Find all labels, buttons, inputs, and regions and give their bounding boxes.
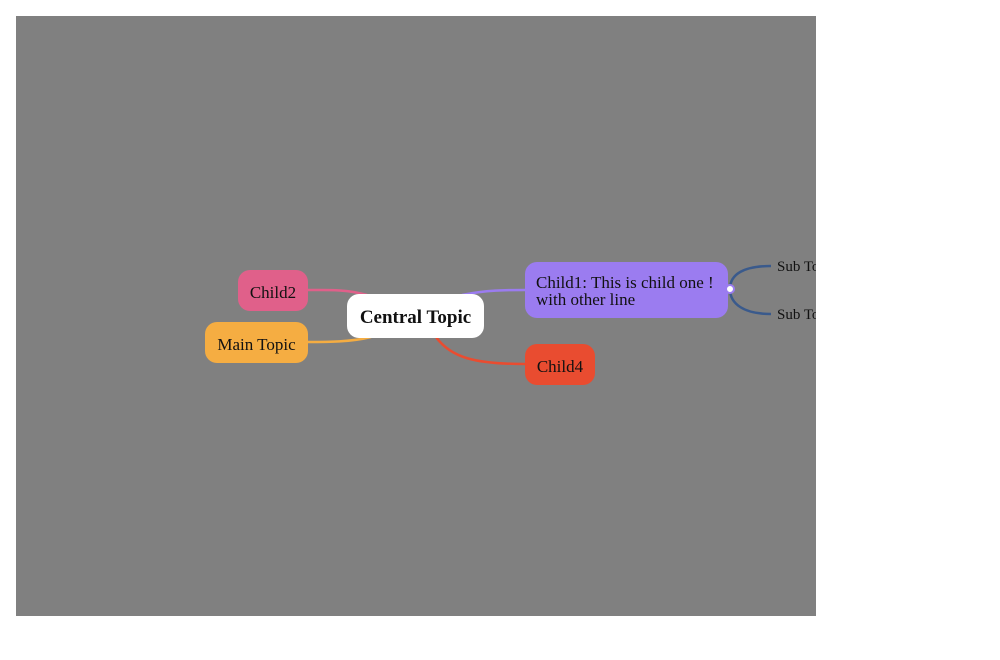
child4-node[interactable]: Child4 xyxy=(525,344,595,385)
edge-child4 xyxy=(434,336,526,366)
central-topic-node[interactable]: Central Topic xyxy=(347,294,484,338)
collapse-toggle-icon[interactable] xyxy=(725,284,735,294)
sub-topic-node-2[interactable]: Sub Topic xyxy=(777,307,816,323)
child1-label-line2: with other line xyxy=(536,290,636,309)
child2-node[interactable]: Child2 xyxy=(238,270,308,311)
mindmap-canvas: Central Topic Child2 Main Topic Child1: … xyxy=(16,16,816,616)
edge-sub-topic-1 xyxy=(728,264,772,290)
sub-topic-node-1[interactable]: Sub Topic xyxy=(777,259,816,275)
edge-child2 xyxy=(307,288,368,297)
edge-sub-topic-2 xyxy=(728,288,772,316)
main-topic-node[interactable]: Main Topic xyxy=(205,322,308,363)
edge-main-topic xyxy=(307,335,372,344)
child1-label-line1: Child1: This is child one ! xyxy=(536,273,714,292)
child1-node[interactable]: Child1: This is child one ! with other l… xyxy=(525,262,728,318)
edge-child1 xyxy=(461,288,526,297)
